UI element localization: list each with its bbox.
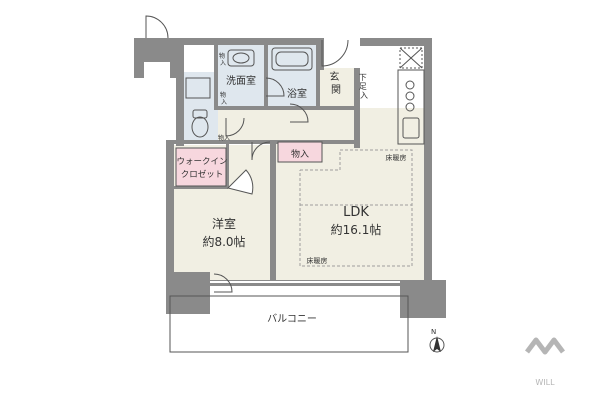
ldk-door-swing [289, 103, 309, 123]
shaft-door-swing [145, 15, 169, 39]
room-labels: 洗面室 浴室 玄 関 下 足 入 ウォークイン クロゼット 物入 洋室 約8.0… [176, 70, 406, 325]
shoe-box-label-line-2: 足 [359, 82, 367, 91]
small-storage-label-3: 物入 [218, 134, 230, 142]
bathtub [271, 47, 313, 71]
storage-label: 物入 [291, 148, 309, 160]
floor-heating-boundary [299, 149, 413, 267]
washbasin [227, 49, 255, 67]
ldk-label: LDK [343, 205, 369, 220]
corridor-floor [215, 110, 355, 140]
ldk-size-label: 約16.1帖 [331, 222, 382, 237]
entrance-label: 玄 関 [329, 70, 342, 96]
washing-machine-pan [185, 77, 211, 99]
bath-floor [266, 44, 318, 108]
western-room-size-label: 約8.0帖 [202, 234, 245, 249]
balcony-label: バルコニー [267, 313, 317, 325]
western-room-label: 洋室 [212, 216, 236, 231]
entrance-door-swing [321, 39, 349, 67]
closet-door-swing [227, 169, 254, 195]
balcony-railing [169, 295, 409, 353]
small-storage-label-1: 物 入 [219, 52, 227, 67]
kitchen-counter [397, 69, 425, 145]
stove-burner [405, 80, 415, 90]
toilet [191, 116, 209, 138]
western-door-swing [251, 141, 271, 161]
floor-heating-label-lower: 床暖房 [307, 256, 328, 265]
small-storage-1-char-1: 物 [219, 52, 225, 60]
walk-in-closet-box [175, 147, 227, 187]
small-storage-2-char-2: 入 [221, 99, 227, 106]
storage-box [277, 141, 323, 163]
compass: N [429, 328, 445, 353]
logo-text: WILL [535, 378, 555, 387]
utility-floor [182, 72, 218, 102]
bath-label: 浴室 [287, 87, 307, 100]
small-storage-1-char-2: 入 [220, 60, 226, 67]
wash-room-floor [218, 44, 266, 108]
toilet-floor [182, 102, 218, 144]
wash-room-label: 洗面室 [226, 74, 256, 87]
small-storage-labels: 物 入 物 入 物入 [218, 52, 230, 142]
floor-heating-label-upper: 床暖房 [386, 153, 407, 162]
shoe-box-label-line-1: 下 [359, 73, 367, 82]
floors [170, 44, 428, 352]
wash-door-swing [225, 117, 245, 137]
entrance-floor [318, 68, 358, 108]
small-storage-2-char-1: 物 [220, 91, 226, 99]
bath-door-swing [265, 77, 285, 97]
shoe-box-label-line-3: 入 [360, 91, 368, 100]
shoe-box-label: 下 足 入 [359, 73, 370, 100]
compass-label: N [431, 328, 436, 336]
fixtures [145, 15, 425, 353]
kitchen-sink [402, 117, 420, 139]
will-logo-icon: WILL [525, 337, 565, 387]
entrance-label-line-2: 関 [331, 84, 341, 96]
small-storage-label-2: 物 入 [220, 91, 228, 106]
balcony-door-swing [213, 273, 233, 293]
walk-in-closet-label-2: クロゼット [181, 169, 224, 180]
entrance-label-line-1: 玄 [329, 70, 339, 83]
walk-in-closet-label-1: ウォークイン [176, 157, 227, 167]
fridge-space [399, 47, 423, 69]
